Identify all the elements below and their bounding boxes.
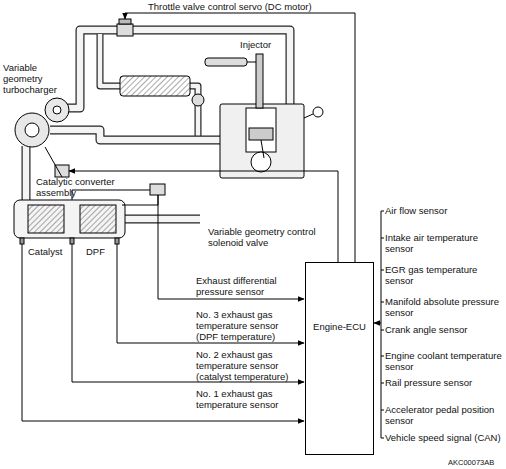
- fuel-line: [247, 62, 256, 63]
- sensor-label: Intake air temperature sensor: [385, 232, 504, 254]
- sensor-tick: [381, 302, 384, 303]
- temperature-probe: [20, 238, 24, 244]
- sensor-lead: [304, 114, 313, 118]
- dpf-core: [80, 205, 116, 233]
- sensor-tick: [381, 356, 384, 357]
- part-label: Catalytic converter assembly: [36, 176, 120, 198]
- pressure-tube: [72, 190, 150, 200]
- tail-pipe: [124, 216, 200, 223]
- figure-code: AKC00073AB: [448, 457, 504, 468]
- sensor-label: Accelerator pedal position sensor: [385, 404, 504, 426]
- part-label: Throttle valve control servo (DC motor): [148, 1, 378, 12]
- throttle-servo: [119, 19, 131, 24]
- part-label: Variable geometry turbocharger: [3, 62, 65, 95]
- sensor-tick: [381, 410, 384, 411]
- crankshaft: [251, 152, 271, 172]
- sensor-label: No. 2 exhaust gas temperature sensor (ca…: [196, 349, 302, 382]
- unit-name: Engine-ECU: [306, 321, 373, 332]
- compressor-wheel: [53, 106, 61, 114]
- sensor-label: Rail pressure sensor: [385, 377, 504, 388]
- signal-wire: [72, 244, 304, 382]
- sensor-label: EGR gas temperature sensor: [385, 264, 504, 286]
- sensor-tick: [381, 270, 384, 271]
- sensor-tick: [381, 330, 384, 331]
- turbine-housing: [15, 113, 49, 147]
- pressure-tube: [122, 195, 158, 205]
- sensor-label: Crank angle sensor: [385, 324, 504, 335]
- sensor-label: Engine coolant temperature sensor: [385, 350, 504, 372]
- engine-block: [220, 104, 304, 178]
- sensor-label: Exhaust differential pressure sensor: [196, 275, 300, 297]
- temperature-probe: [70, 238, 74, 244]
- egr-valve: [192, 94, 204, 106]
- sensor-bracket: [381, 211, 382, 438]
- sensor-label: No. 3 exhaust gas temperature sensor (DP…: [196, 309, 302, 342]
- part-label: DPF: [86, 246, 112, 257]
- converter-shell: [14, 200, 125, 238]
- cylinder: [246, 108, 276, 152]
- coolant-gauge: [313, 107, 323, 117]
- part-label: Injector: [240, 39, 300, 50]
- catalyst-core: [28, 205, 64, 233]
- sensor-label: Manifold absolute pressure sensor: [385, 296, 504, 318]
- connecting-rod: [261, 140, 264, 158]
- temperature-probe: [115, 238, 119, 244]
- signal-wire: [117, 244, 304, 343]
- exhaust-down-pipe: [23, 146, 30, 204]
- egr-pipe: [100, 34, 120, 86]
- sensor-label: Air flow sensor: [385, 205, 504, 216]
- exhaust-down-pipe: [22, 146, 31, 204]
- piston: [249, 128, 273, 140]
- tail-pipe: [124, 215, 200, 224]
- sensor-input-wire: [374, 323, 381, 324]
- pressure-sensor: [150, 184, 165, 195]
- compressor-housing: [45, 98, 69, 122]
- sensor-label: Vehicle speed signal (CAN): [385, 432, 504, 443]
- common-rail: [205, 58, 247, 66]
- sensor-tick: [381, 238, 384, 239]
- part-label: Variable geometry control solenoid valve: [208, 226, 334, 248]
- sensor-tick: [381, 438, 384, 439]
- sensor-tick: [381, 383, 384, 384]
- solenoid-valve: [55, 165, 69, 177]
- injector-body: [256, 54, 263, 108]
- sensor-tick: [381, 211, 384, 212]
- exhaust-manifold-pipe: [50, 130, 222, 140]
- control-unit-box: Engine-ECU: [305, 262, 374, 455]
- exhaust-manifold-pipe: [50, 130, 222, 140]
- sensor-label: No. 1 exhaust gas temperature sensor: [196, 388, 300, 410]
- egr-cooler: [120, 76, 190, 96]
- vacuum-line: [45, 147, 62, 177]
- throttle-body: [117, 24, 133, 36]
- signal-wire: [22, 244, 304, 421]
- turbine-wheel: [25, 123, 39, 137]
- egr-pipe: [100, 34, 120, 86]
- part-label: Catalyst: [28, 246, 68, 257]
- servo-control-wire: [125, 13, 355, 262]
